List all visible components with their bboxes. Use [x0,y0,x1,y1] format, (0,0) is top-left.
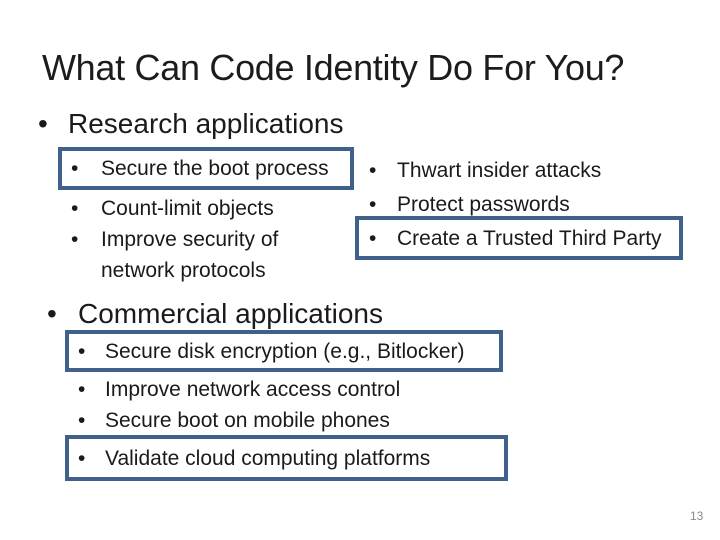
list-item-label: Validate cloud computing platforms [105,446,431,470]
commercial-heading-row: • Commercial applications [47,300,383,328]
bullet-icon: • [78,339,86,363]
bullet-icon: • [38,108,48,139]
emphasis-box-secure-boot: • Secure the boot process [58,147,354,190]
bullet-icon: • [78,378,86,401]
list-item: • Count-limit objects [71,198,274,219]
bullet-icon: • [78,409,86,432]
emphasis-box-trusted-third-party: • Create a Trusted Third Party [355,216,683,260]
emphasis-box-cloud-platforms: • Validate cloud computing platforms [65,435,508,481]
list-item-label: Thwart insider attacks [397,159,602,182]
bullet-icon: • [78,446,86,470]
research-heading-row: • Research applications [38,110,344,138]
list-item-label: Secure the boot process [101,157,329,180]
list-item-label: Secure disk encryption (e.g., Bitlocker) [105,339,465,363]
list-item: • Improve security of network protocols [71,224,301,286]
list-item: • Secure boot on mobile phones [78,410,390,431]
bullet-icon: • [369,226,377,250]
list-item-label: Create a Trusted Third Party [397,226,662,250]
emphasis-box-disk-encryption: • Secure disk encryption (e.g., Bitlocke… [65,330,503,372]
bullet-icon: • [71,228,79,251]
bullet-icon: • [369,159,377,182]
list-item-label: Protect passwords [397,193,570,216]
commercial-heading: Commercial applications [78,298,384,329]
slide-title: What Can Code Identity Do For You? [42,47,625,88]
list-item: • Create a Trusted Third Party [369,228,662,249]
list-item: • Secure the boot process [71,158,329,179]
list-item: • Protect passwords [369,194,570,215]
list-item-label: Improve security of network protocols [101,228,279,282]
list-item: • Improve network access control [78,379,400,400]
list-item-label: Improve network access control [105,378,401,401]
list-item: • Validate cloud computing platforms [78,448,430,469]
list-item: • Secure disk encryption (e.g., Bitlocke… [78,341,464,362]
bullet-icon: • [369,193,377,216]
bullet-icon: • [47,298,57,329]
bullet-icon: • [71,157,79,180]
list-item-label: Secure boot on mobile phones [105,409,390,432]
bullet-icon: • [71,197,79,220]
list-item: • Thwart insider attacks [369,160,601,181]
page-number: 13 [690,509,704,523]
research-heading: Research applications [68,108,344,139]
list-item-label: Count-limit objects [101,197,274,220]
